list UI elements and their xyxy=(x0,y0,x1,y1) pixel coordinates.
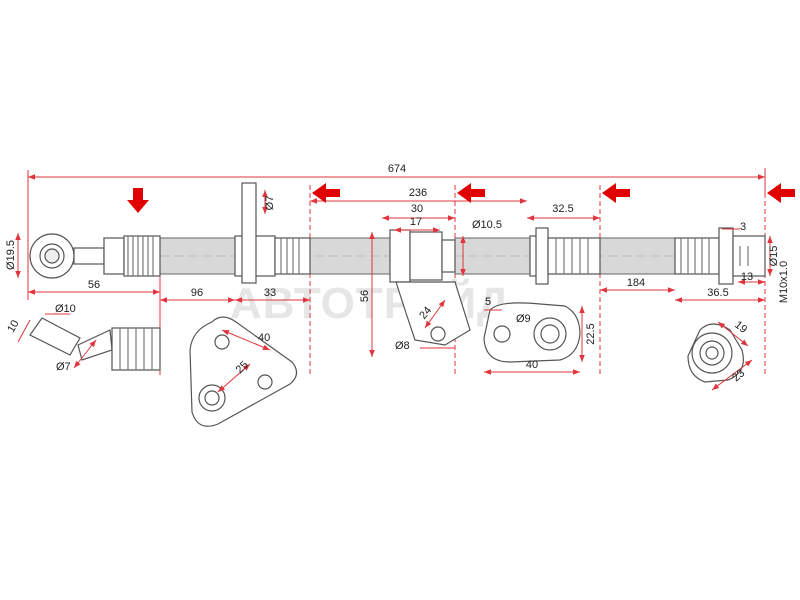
threaded-end-fitting xyxy=(674,227,766,285)
end-width-label: 19 xyxy=(732,319,749,336)
arrow-left-icon xyxy=(602,183,630,203)
clip-length-17-label: 17 xyxy=(410,216,422,228)
arrow-left-icon xyxy=(312,183,340,203)
thread-spec-label: M10x1.0 xyxy=(778,261,790,303)
end-diameter-label: Ø15 xyxy=(768,246,780,267)
hose-diameter-label: Ø10.5 xyxy=(472,219,502,231)
tab-offset-label: 5 xyxy=(485,296,491,308)
thread-shoulder-label: 3 xyxy=(740,221,746,233)
tab-length-label: 40 xyxy=(526,359,538,371)
tab-hole-label: Ø9 xyxy=(516,313,531,325)
clip-height-label: 56 xyxy=(359,290,371,302)
clip-length-30-label: 30 xyxy=(411,203,423,215)
tab-plate-detail xyxy=(483,302,581,363)
fitting-angle-label: 10 xyxy=(5,318,22,335)
tab-height-label: 22.5 xyxy=(585,323,597,344)
section-length-96-label: 96 xyxy=(191,287,203,299)
bracket-fitting xyxy=(234,182,311,284)
angled-fitting-detail xyxy=(29,317,161,371)
clip-hole-label: Ø8 xyxy=(395,340,410,352)
fitting-length-32-5-label: 32.5 xyxy=(552,203,573,215)
fitting-inner-diameter-label: Ø7 xyxy=(56,361,71,373)
thread-length-label: 13 xyxy=(741,271,753,283)
total-length-label: 674 xyxy=(388,163,406,175)
bracket-hole-label: Ø7 xyxy=(264,196,276,211)
section-length-236-label: 236 xyxy=(409,187,427,199)
banjo-diameter-label: Ø19.5 xyxy=(5,240,17,270)
arrow-left-icon xyxy=(767,183,795,203)
banjo-length-label: 56 xyxy=(88,279,100,291)
plate-length-40-label: 40 xyxy=(258,332,270,344)
section-length-33-label: 33 xyxy=(264,287,276,299)
banjo-fitting xyxy=(29,233,161,279)
section-length-36-5-label: 36.5 xyxy=(707,287,728,299)
arrow-left-icon xyxy=(457,183,485,203)
section-length-184-label: 184 xyxy=(627,277,645,289)
arrow-down-icon xyxy=(127,188,149,213)
ribbed-fitting xyxy=(529,227,601,285)
fitting-outer-diameter-label: Ø10 xyxy=(55,303,76,315)
